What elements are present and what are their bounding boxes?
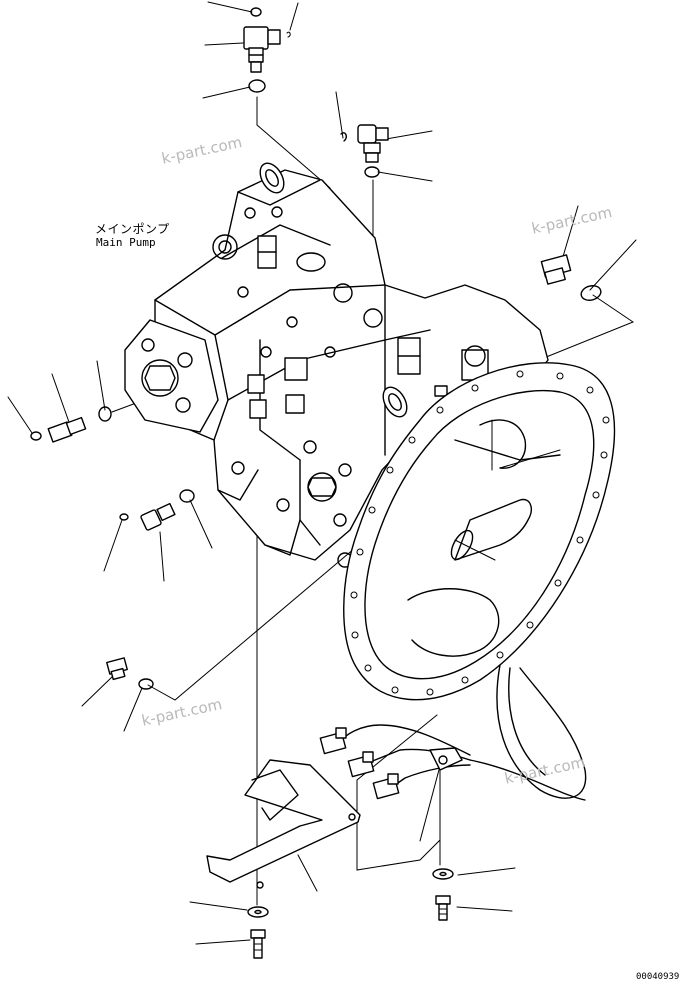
fitting-left-elbow bbox=[119, 489, 195, 531]
pump-flange bbox=[343, 362, 616, 701]
washer-bolt-lower-right bbox=[432, 868, 454, 921]
fitting-left-straight bbox=[30, 406, 112, 443]
main-pump-label-jp: メインポンプ bbox=[95, 222, 170, 236]
washer-bolt-lower-left bbox=[247, 906, 269, 959]
figure-code: 00040939 bbox=[636, 972, 680, 982]
plug-right bbox=[540, 254, 602, 301]
leader-lines bbox=[7, 1, 637, 945]
bracket-plate bbox=[206, 759, 361, 889]
fitting-top-elbow bbox=[243, 7, 291, 93]
main-pump-label-en: Main Pump bbox=[96, 236, 156, 249]
wire-harness bbox=[319, 664, 587, 801]
main-pump-body bbox=[124, 162, 549, 568]
fitting-elbow-2 bbox=[340, 124, 389, 178]
plug-lower-left bbox=[106, 657, 154, 690]
